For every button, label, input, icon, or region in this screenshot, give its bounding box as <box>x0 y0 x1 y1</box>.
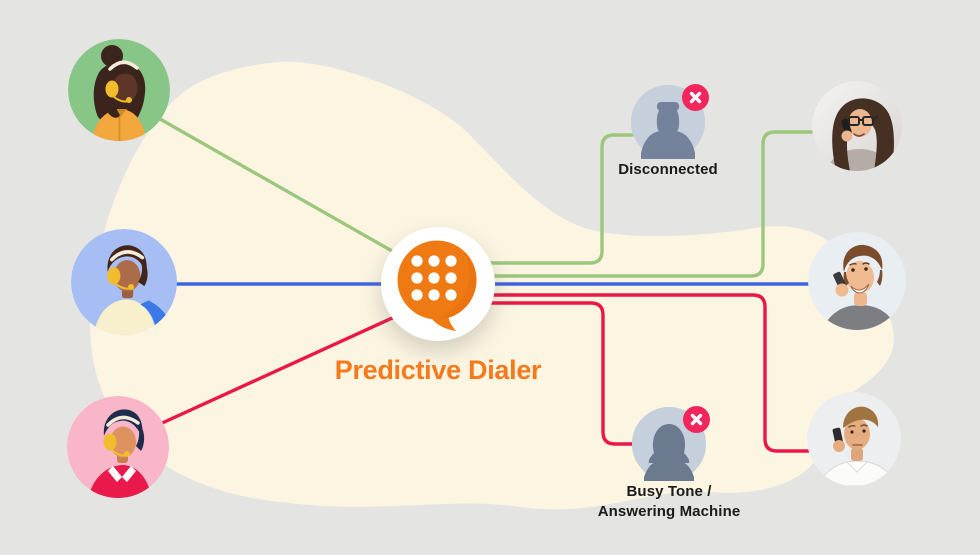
customer-avatar-1 <box>812 81 902 171</box>
line-dialer-to-customer3 <box>434 293 811 453</box>
line-dialer-to-busy <box>434 301 635 446</box>
dialpad-chat-bubble-icon <box>397 240 477 331</box>
man-on-phone-icon <box>807 392 901 486</box>
customer-avatar-2 <box>808 232 906 330</box>
x-close-icon <box>689 91 702 104</box>
busy-error-badge <box>683 406 710 433</box>
agent-avatar-1 <box>68 39 170 141</box>
agent-avatar-2 <box>71 229 177 335</box>
x-close-icon <box>690 413 703 426</box>
busy-label: Busy Tone / Answering Machine <box>559 482 779 522</box>
line-dialer-to-disconnected <box>434 133 634 265</box>
man-on-phone-icon <box>808 232 906 330</box>
line-agent3-to-dialer <box>158 296 438 426</box>
customer-avatar-3 <box>807 392 901 486</box>
busy-label-line2: Answering Machine <box>597 503 741 520</box>
line-dialer-to-customer1 <box>434 130 816 278</box>
disconnected-error-badge <box>682 84 709 111</box>
dialer-title: Predictive Dialer <box>334 355 542 385</box>
woman-on-phone-icon <box>812 81 902 171</box>
dialer-logo <box>381 227 495 341</box>
disconnected-label: Disconnected <box>618 161 718 178</box>
busy-label-line1: Busy Tone / <box>626 483 712 500</box>
agent-avatar-3 <box>67 396 169 498</box>
line-agent1-to-dialer <box>158 117 438 278</box>
agent-man-headset-icon <box>67 396 169 498</box>
agent-woman-headset-icon <box>68 39 170 141</box>
agent-man-headset-icon <box>71 229 177 335</box>
